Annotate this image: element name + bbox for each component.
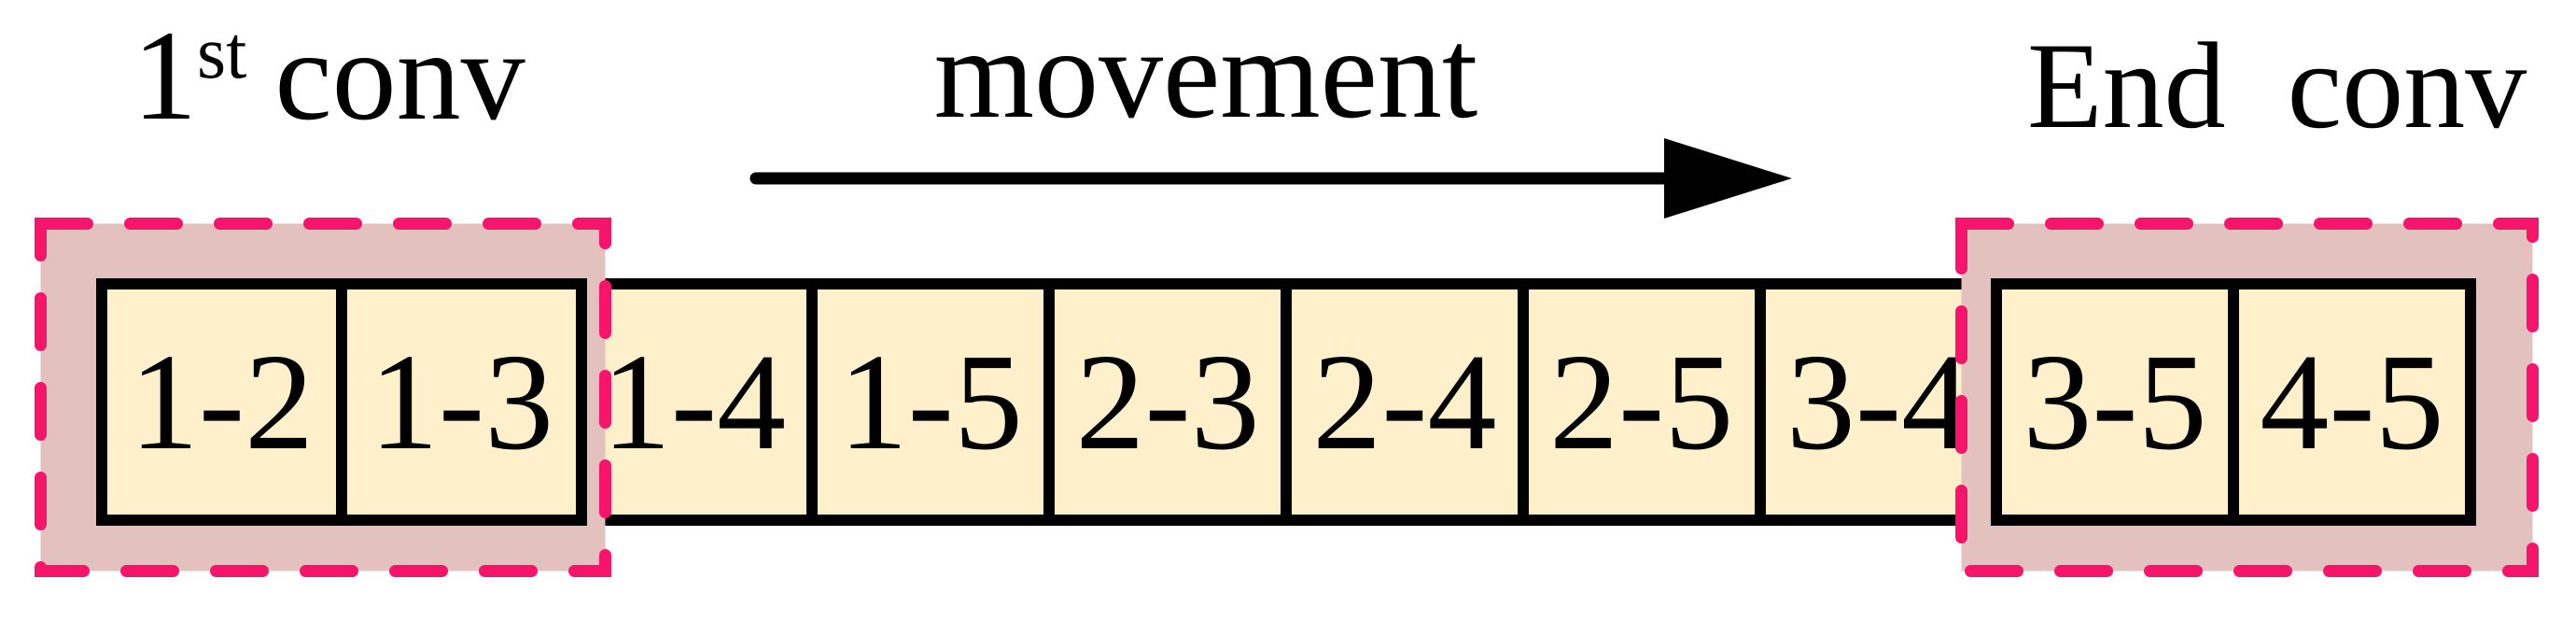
block-cell: 1-2 <box>107 289 347 515</box>
conveyor-cell: 1-5 <box>818 289 1056 515</box>
end-conv-block: 3-5 4-5 <box>1991 278 2476 526</box>
first-conv-block: 1-2 1-3 <box>96 278 587 526</box>
conveyor-cell: 2-4 <box>1292 289 1529 515</box>
first-conv-number: 1 <box>133 4 197 147</box>
block-cell: 4-5 <box>2260 325 2444 479</box>
first-conv-word: conv <box>274 4 525 147</box>
arrow-head <box>1664 138 1792 219</box>
first-conv-ordinal: st <box>197 11 247 94</box>
movement-label: movement <box>933 2 1478 145</box>
conveyor-cell: 2-5 <box>1529 289 1766 515</box>
conveyor-cell: 2-3 <box>1055 289 1292 515</box>
block-cell: 3-5 <box>2002 289 2239 515</box>
conveyor-cell: 1-4 <box>581 289 819 515</box>
movement-arrow-icon <box>749 138 1792 219</box>
block-cell: 1-3 <box>369 325 554 479</box>
conveyor-cell: 3-4 <box>1766 289 2003 515</box>
end-conv-label: End conv <box>2027 17 2527 154</box>
